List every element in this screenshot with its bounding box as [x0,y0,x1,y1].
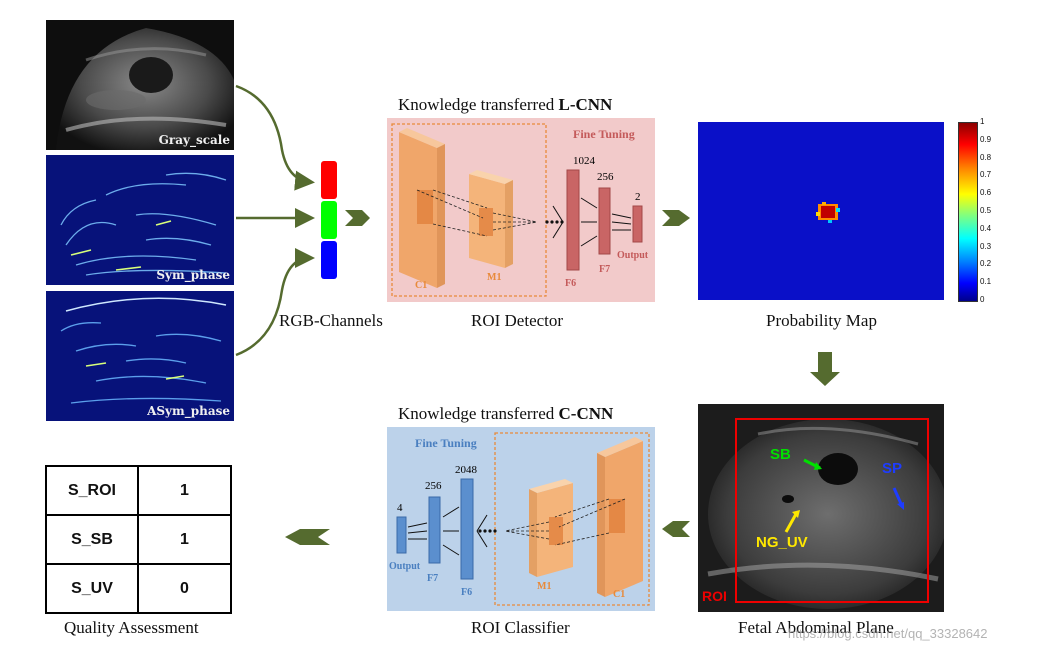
roi-detector-caption: ROI Detector [471,311,564,330]
arrow-down-to-fetal [810,352,840,386]
fetal-plane-caption: Fetal Abdominal Plane [738,618,894,637]
quality-key: S_UV [45,563,139,614]
quality-key: S_ROI [45,465,139,516]
colorbar-tick: 0.3 [980,241,992,251]
ccnn-c1-label: C1 [613,589,625,600]
fetal-ultrasound [698,404,944,612]
probability-map [698,122,944,300]
sym-phase-map [46,155,234,285]
ccnn-diagram: 2048 256 4 Fine Tuning C1 M1 F6 F7 Outpu… [387,427,655,611]
gray-scale-image: Gray_scale [46,20,234,150]
colorbar-tick: 0.5 [980,206,992,215]
ccnn-f6-label: F6 [461,587,472,598]
lcnn-1024: 1024 [573,155,596,167]
table-row: S_ROI 1 [45,465,232,516]
colorbar-tick: 1 [980,117,985,126]
colorbar-tick: 0.4 [980,223,992,233]
gray-to-red-connector [235,84,315,191]
arrow-to-quality [285,529,330,545]
rgb-blue-channel [321,241,337,279]
ccnn-4: 4 [397,502,403,514]
rgb-channels-caption: RGB-Channels [279,311,383,330]
asym-phase-image: ASym_phase [46,291,234,421]
ccnn-m1-label: M1 [537,581,551,592]
quality-table: S_ROI 1 S_SB 1 S_UV 0 [45,465,232,614]
colorbar-tick: 0.9 [980,134,992,144]
colorbar [958,122,978,302]
lcnn-f7-label: F7 [599,264,610,275]
nguv-label: NG_UV [756,534,808,551]
arrow-to-lcnn [345,210,370,226]
asym-to-blue-connector [235,248,315,357]
roi-label: ROI [702,588,727,604]
ccnn-256: 256 [425,480,442,492]
sb-label: SB [770,446,791,463]
quality-value: 1 [137,465,232,516]
roi-classifier-caption: ROI Classifier [471,618,570,637]
quality-value: 1 [137,514,232,565]
colorbar-tick: 0.7 [980,170,992,180]
gray-scale-ultrasound [46,20,234,150]
ccnn-output-label: Output [389,561,421,572]
arrow-to-probmap [662,210,690,226]
colorbar-tick: 0 [980,295,985,304]
quality-key: S_SB [45,514,139,565]
asym-phase-label: ASym_phase [147,404,230,418]
sp-label: SP [882,460,903,477]
table-row: S_SB 1 [45,514,232,565]
fetal-abdominal-image: SB SP NG_UV ROI [698,404,944,612]
ccnn-fine-tuning: Fine Tuning [415,436,477,450]
sym-phase-label: Sym_phase [156,268,230,282]
colorbar-tick: 0.2 [980,259,992,269]
lcnn-c1-label: C1 [415,280,427,291]
ccnn-title: Knowledge transferred C-CNN [398,404,614,423]
colorbar-tick: 0.1 [980,277,992,287]
ccnn-f7-label: F7 [427,573,438,584]
lcnn-diagram: 1024 256 2 Fine Tuning C1 M1 F6 F7 Outpu… [387,118,655,302]
ccnn-2048: 2048 [455,464,478,476]
rgb-red-channel [321,161,337,199]
gray-scale-label: Gray_scale [158,133,230,147]
rgb-green-channel [321,201,337,239]
lcnn-fine-tuning: Fine Tuning [573,127,635,141]
probability-map-caption: Probability Map [766,311,877,330]
watermark: https://blog.csdn.net/qq_33328642 [788,626,988,641]
arrow-to-ccnn [662,521,690,537]
lcnn-title: Knowledge transferred L-CNN [398,95,613,114]
probability-hotspot [816,202,840,223]
lcnn-2: 2 [635,191,641,203]
asym-phase-map [46,291,234,421]
lcnn-256: 256 [597,171,614,183]
lcnn-output-label: Output [617,250,649,261]
quality-value: 0 [137,563,232,614]
colorbar-tick: 0.6 [980,188,992,198]
quality-assessment-caption: Quality Assessment [64,618,199,637]
lcnn-m1-label: M1 [487,272,501,283]
sym-phase-image: Sym_phase [46,155,234,285]
lcnn-f6-label: F6 [565,278,576,289]
colorbar-tick: 0.8 [980,152,992,162]
table-row: S_UV 0 [45,563,232,614]
